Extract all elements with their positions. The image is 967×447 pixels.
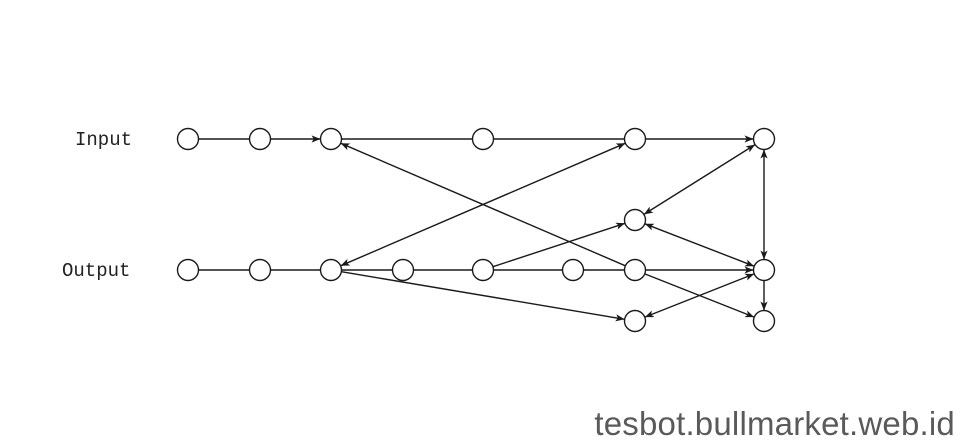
node-i1 (176, 127, 200, 151)
edges-layer (198, 135, 768, 322)
node-o3 (319, 258, 343, 282)
output-row-label: Output (62, 260, 131, 282)
node-o2 (248, 258, 272, 282)
edge-i6-m1 (643, 144, 756, 215)
node-o8 (752, 258, 776, 282)
node-o7 (623, 258, 647, 282)
edge-m1-o8 (644, 223, 755, 267)
edge-o5-m1 (492, 222, 626, 268)
node-i2 (248, 127, 272, 151)
input-row-label: Input (75, 129, 133, 151)
edge-b1-o8 (644, 273, 755, 318)
edge-o3-b1 (341, 271, 625, 322)
node-i4 (471, 127, 495, 151)
edge-o3-i5 (340, 142, 626, 267)
node-o4 (391, 258, 415, 282)
nodes-layer (176, 127, 776, 333)
node-o5 (471, 258, 495, 282)
node-i3 (319, 127, 343, 151)
node-i5 (623, 127, 647, 151)
node-o1 (176, 258, 200, 282)
node-i6 (752, 127, 776, 151)
watermark-text: tesbot.bullmarket.web.id (594, 405, 955, 442)
node-m1 (623, 208, 647, 232)
node-b2 (752, 309, 776, 333)
node-o6 (561, 258, 585, 282)
node-b1 (623, 309, 647, 333)
